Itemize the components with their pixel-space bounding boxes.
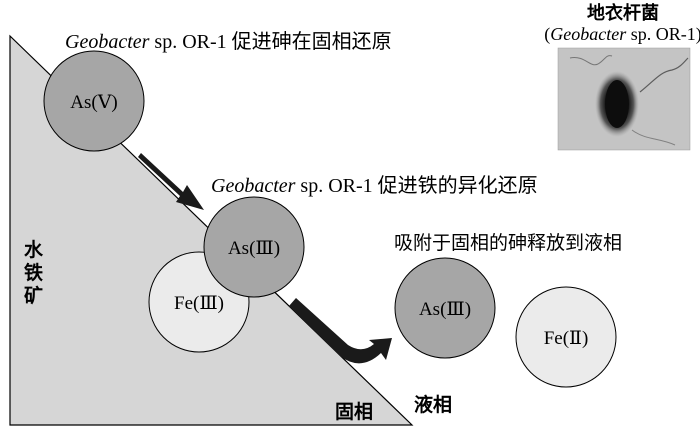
photo-subtitle-open: ( — [544, 24, 550, 45]
arrow-down-slope — [138, 153, 204, 210]
fe2-circle — [515, 286, 617, 388]
photo-subtitle-rest: sp. OR-1) — [626, 24, 700, 45]
caption-mid-italic: Geobacter — [211, 175, 296, 197]
bacterium-photo — [557, 47, 691, 151]
as3-liquid-label: As(Ⅲ) — [419, 299, 471, 320]
photo-title: 地衣杆菌 — [587, 2, 659, 24]
as3-liquid-circle — [394, 257, 496, 359]
as3-surface-label: As(Ⅲ) — [228, 238, 280, 259]
caption-top-italic: Geobacter — [65, 31, 150, 53]
mineral-label-char-3: 矿 — [24, 284, 43, 307]
caption-right: 吸附于固相的砷释放到液相 — [394, 232, 622, 254]
mineral-label: 水 铁 矿 — [24, 239, 50, 307]
caption-top: Geobacter sp. OR-1 促进砷在固相还原 — [65, 30, 392, 53]
arrow-release-to-liquid — [289, 298, 392, 364]
as3-surface-circle — [203, 196, 305, 298]
solid-phase-label: 固相 — [335, 401, 373, 423]
photo-subtitle-italic: Geobacter — [550, 24, 627, 44]
caption-mid-rest: sp. OR-1 促进铁的异化还原 — [295, 174, 537, 197]
photo-subtitle: (Geobacter sp. OR-1) — [544, 24, 700, 45]
as5-circle — [43, 50, 145, 152]
fe2-label: Fe(Ⅱ) — [544, 328, 589, 349]
mineral-label-char-1: 水 — [24, 239, 44, 261]
liquid-phase-label: 液相 — [414, 393, 452, 416]
caption-top-rest: sp. OR-1 促进砷在固相还原 — [149, 30, 391, 53]
as5-label: As(Ⅴ) — [70, 92, 118, 113]
caption-mid: Geobacter sp. OR-1 促进铁的异化还原 — [211, 174, 538, 197]
mineral-label-char-2: 铁 — [24, 261, 43, 284]
fe3-label: Fe(Ⅲ) — [174, 293, 224, 314]
